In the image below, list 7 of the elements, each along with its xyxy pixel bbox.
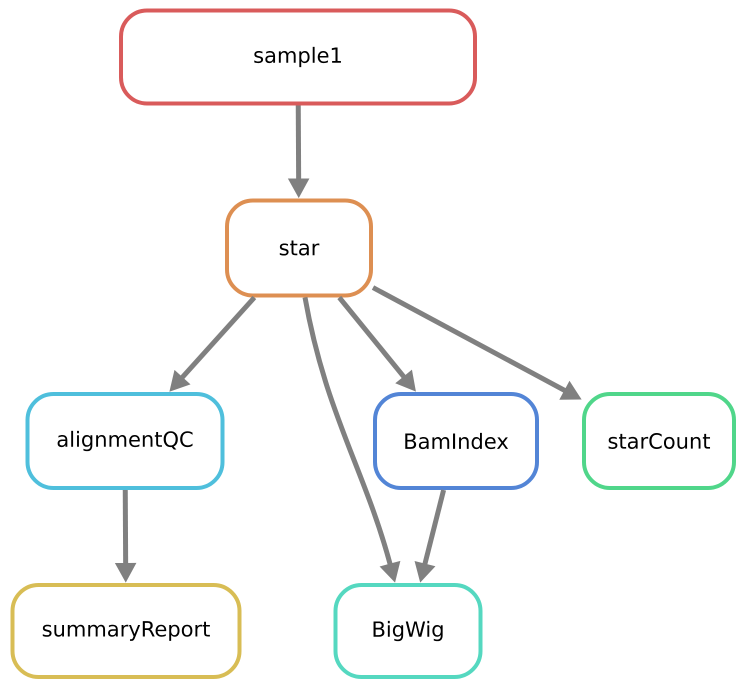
process-box: star <box>225 198 373 298</box>
process-box: sample1 <box>119 8 477 106</box>
process-box: alignmentQC <box>26 392 224 490</box>
process-box: summaryReport <box>10 583 242 679</box>
process-box: BigWig <box>334 583 482 679</box>
process-box: BamIndex <box>373 392 539 490</box>
process-box: starCount <box>582 392 736 490</box>
